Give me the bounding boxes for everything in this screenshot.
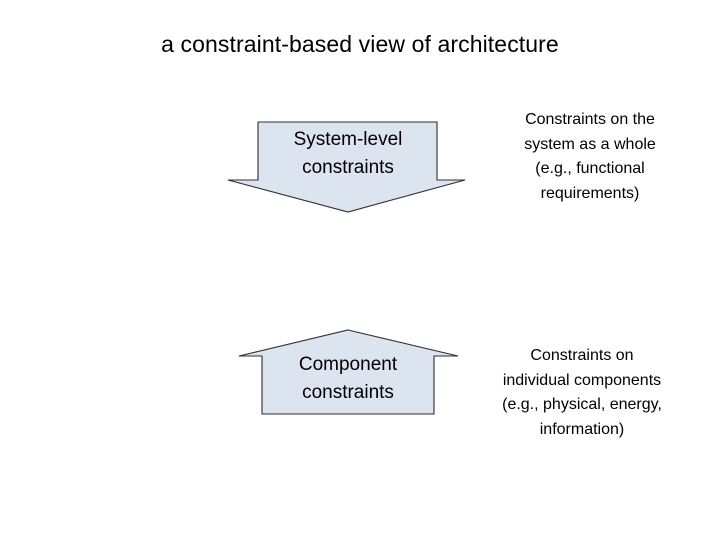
component-caption-line-3: (e.g., physical, energy, (502, 396, 662, 413)
component-caption-line-1: Constraints on (530, 347, 634, 364)
system-caption-line-3: (e.g., functional (535, 160, 645, 177)
system-label-line-2: constraints (302, 157, 394, 178)
component-caption-line-2: individual components (502, 371, 662, 389)
system-caption-line-1: Constraints on the (525, 111, 655, 128)
system-caption-line-2: system as a whole (524, 135, 656, 153)
component-constraints-caption: Constraints on individual components (e.… (458, 344, 706, 442)
component-label-line-1: Component (298, 354, 398, 375)
system-constraints-caption: Constraints on the system as a whole (e.… (478, 108, 702, 206)
component-label-line-2: constraints (302, 382, 394, 403)
system-label-line-1: System-level (293, 129, 403, 150)
system-level-constraints-label: System-level constraints (252, 126, 444, 182)
component-constraints-label: Component constraints (252, 351, 444, 407)
system-caption-line-4: requirements) (540, 184, 640, 202)
page-title: a constraint-based view of architecture (161, 31, 559, 57)
component-caption-line-4: information) (539, 420, 625, 438)
